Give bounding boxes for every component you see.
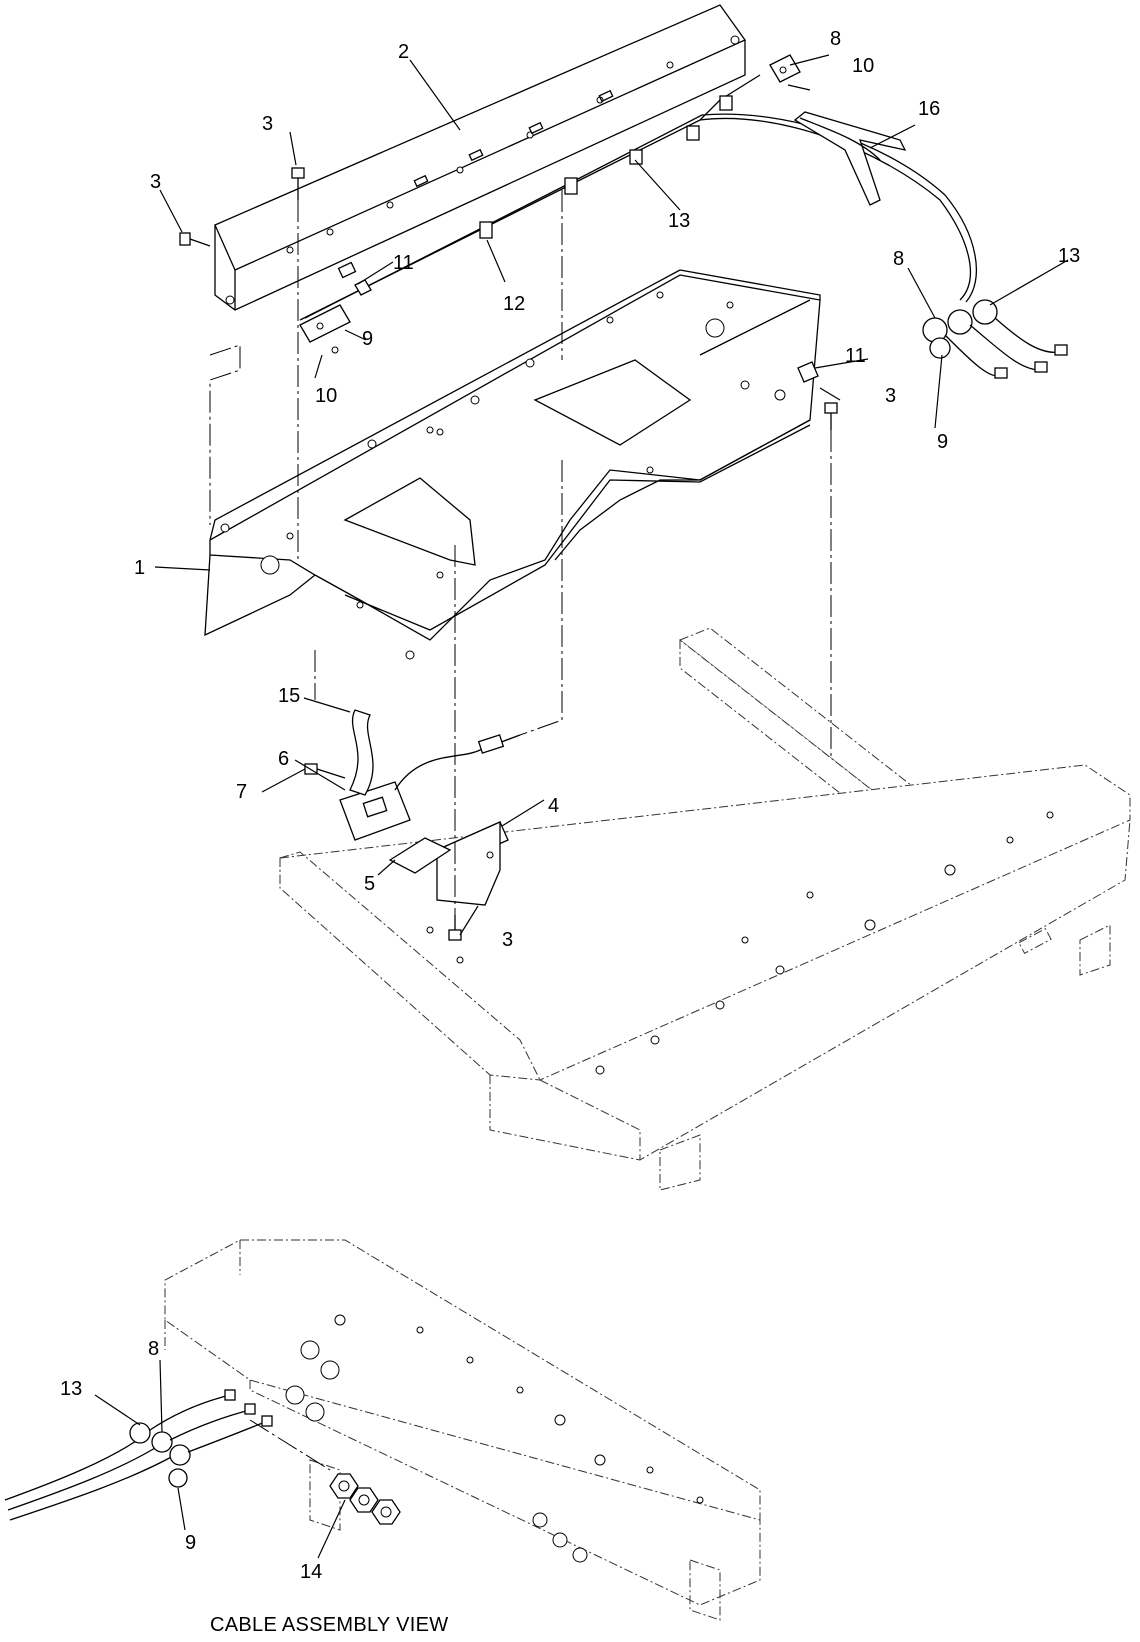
callout-3-top: 3 — [262, 113, 273, 135]
callout-10-left: 10 — [315, 385, 337, 407]
view-caption: CABLE ASSEMBLY VIEW — [210, 1614, 448, 1636]
part-7-screw — [304, 763, 346, 779]
part-2-top-bracket — [214, 4, 746, 311]
phantom-chassis-frame-lower — [164, 1239, 761, 1621]
assembly-centerlines — [209, 190, 832, 920]
callout-14: 14 — [300, 1561, 322, 1583]
part-16-hose — [793, 111, 907, 206]
callout-9-lower: 9 — [185, 1532, 196, 1554]
callout-9-left: 9 — [362, 328, 373, 350]
callout-11-left: 11 — [393, 252, 414, 274]
callout-8-right: 8 — [893, 248, 904, 270]
part-9-bracket-left — [299, 279, 372, 354]
callout-9-right: 9 — [937, 431, 948, 453]
part-3-bolts — [179, 167, 838, 941]
callout-10-top: 10 — [852, 55, 874, 77]
callout-3-left: 3 — [150, 171, 161, 193]
callout-6: 6 — [278, 748, 289, 770]
lower-cable — [394, 734, 521, 791]
chassis-holes — [426, 811, 1054, 1075]
callout-11-right: 11 — [845, 345, 866, 367]
connector-cluster-right — [922, 299, 1068, 379]
callout-7: 7 — [236, 781, 247, 803]
callout-5: 5 — [364, 873, 375, 895]
part-5-plate — [388, 837, 452, 874]
callout-3-bottom: 3 — [502, 929, 513, 951]
leader-lines — [94, 54, 1069, 1559]
callout-2: 2 — [398, 41, 409, 63]
wire-harness — [299, 74, 977, 321]
phantom-chassis-frame-upper — [279, 627, 1131, 1191]
part-6-switch — [339, 781, 411, 841]
callout-13-lower: 13 — [60, 1378, 82, 1400]
part-14-nuts — [249, 1419, 401, 1525]
callout-8-top: 8 — [830, 28, 841, 50]
callout-3-right: 3 — [885, 385, 896, 407]
callout-4: 4 — [548, 795, 559, 817]
part-8-bracket-top — [769, 54, 801, 83]
cable-assembly-lower — [4, 1389, 273, 1521]
callout-13-right: 13 — [1058, 245, 1080, 267]
callout-16: 16 — [918, 98, 940, 120]
part-1-main-plate — [204, 269, 821, 660]
callout-8-lower: 8 — [148, 1338, 159, 1360]
callout-12: 12 — [503, 293, 525, 315]
callout-labels: 1 2 3 3 3 3 4 5 6 7 8 8 8 9 9 9 10 10 11… — [60, 28, 1080, 1583]
callout-13-top: 13 — [668, 210, 690, 232]
part-15-hose — [349, 709, 374, 796]
callout-15: 15 — [278, 685, 300, 707]
callout-1: 1 — [134, 557, 145, 579]
